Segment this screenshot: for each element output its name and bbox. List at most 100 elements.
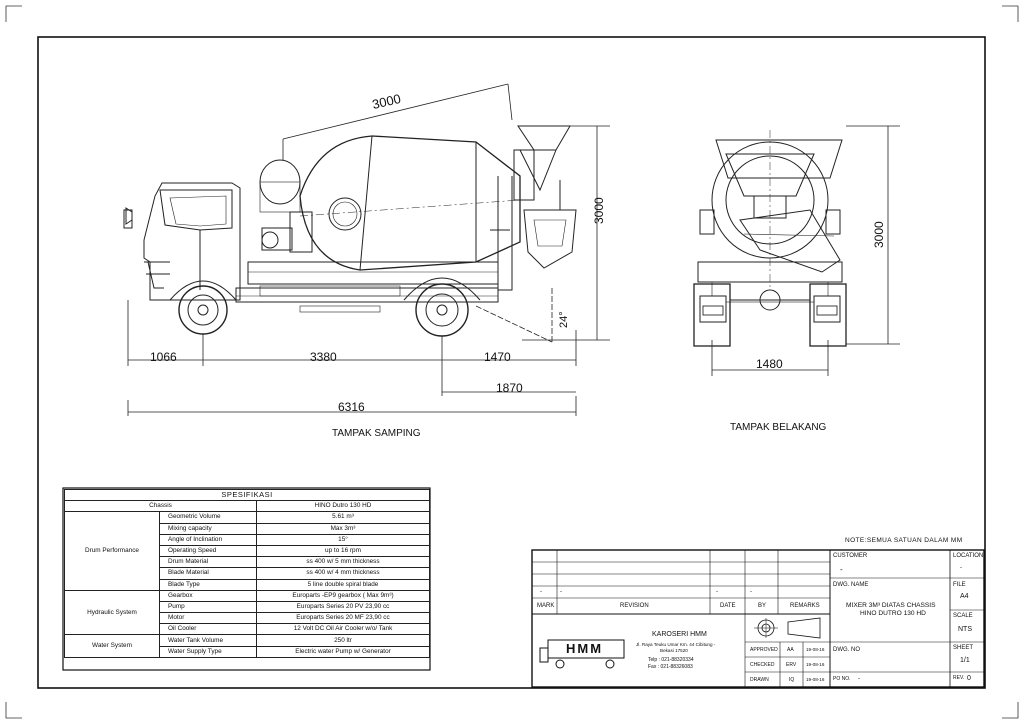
side-dimension-lines [127, 83, 610, 416]
drawn-date: 19-08-16 [806, 677, 825, 682]
company-address-2: Bekasi 17520 [660, 648, 688, 653]
table-row: Chassis HINO Dutro 130 HD [64, 500, 430, 513]
dwg-name-label: DWG. NAME [833, 582, 869, 588]
spec-value: Europarts Series 20 PV 23,90 cc [256, 600, 430, 614]
spec-item: Operating Speed [159, 544, 257, 558]
scale-label: SCALE [953, 613, 973, 619]
rev-dash-4: - [750, 589, 752, 595]
spec-group-name: Drum Performance [64, 511, 160, 591]
spec-value: ss 400 w/ 4 mm thickness [256, 567, 430, 580]
logo-text: HMM [566, 641, 604, 656]
spec-item: Water Tank Volume [159, 634, 257, 647]
rear-mudflap-logo-icon [702, 305, 838, 316]
location-value: - [960, 565, 962, 571]
rev-header-revision: REVISION [620, 603, 649, 609]
dim-rear-track: 1480 [756, 357, 783, 371]
location-label: LOCATION [953, 553, 984, 559]
dim-rear-to-drum: 1870 [496, 381, 523, 395]
spec-item: Angle of Inclination [159, 533, 257, 546]
spec-value: Electric water Pump w/ Generator [256, 645, 430, 658]
company-logo-icon [539, 639, 625, 669]
company-fax: Fax : 021-88326083 [648, 664, 693, 670]
rev-dash-3: - [716, 589, 718, 595]
spec-group-name: Hydraulic System [64, 589, 160, 636]
drawing-border [37, 36, 986, 689]
dim-front-overhang: 1066 [150, 350, 177, 364]
rev-dash-1: - [540, 589, 542, 595]
dim-wheelbase: 3380 [310, 350, 337, 364]
dwg-name-line-1: MIXER 3M³ DIATAS CHASSIS [846, 602, 936, 609]
spec-value: Europarts -EP9 gearbox ( Max 9m³) [256, 589, 430, 602]
customer-label: CUSTOMER [833, 553, 868, 559]
file-value: A4 [960, 593, 969, 600]
po-value: - [858, 676, 860, 682]
checked-label: CHECKED [750, 662, 775, 668]
spec-group-name: Water System [64, 634, 160, 658]
chassis-value: HINO Dutro 130 HD [256, 500, 430, 513]
spec-item: Oil Cooler [159, 623, 257, 636]
rear-dimension-lines [711, 125, 900, 376]
spec-value: 15° [256, 533, 430, 546]
dim-rear-overhang: 1470 [484, 350, 511, 364]
spec-table: SPESIFIKASI Chassis HINO Dutro 130 HD Dr… [64, 488, 430, 658]
dim-overall-height-rear: 3000 [872, 221, 886, 248]
spec-title: SPESIFIKASI [64, 488, 430, 502]
drawn-by: IQ [789, 677, 795, 683]
spec-value: 5 line double spiral blade [256, 578, 430, 591]
side-view-title: TAMPAK SAMPING [332, 428, 421, 439]
rev-header-remarks: REMARKS [790, 603, 820, 609]
spec-item: Geometric Volume [159, 511, 257, 524]
sheet-label: SHEET [953, 645, 974, 651]
spec-value: 5.61 m³ [256, 511, 430, 524]
units-note: NOTE:SEMUA SATUAN DALAM MM [845, 537, 963, 544]
spec-value: ss 400 w/ 5 mm thickness [256, 556, 430, 569]
scale-value: NTS [958, 626, 972, 633]
title-block-grid [531, 549, 985, 688]
chassis-label: Chassis [64, 500, 257, 513]
dwg-no-label: DWG. NO [833, 647, 860, 653]
table-row: SPESIFIKASI [64, 488, 430, 502]
rear-view-title: TAMPAK BELAKANG [730, 422, 827, 433]
company-name: KAROSERI HMM [652, 631, 707, 638]
company-address-1: Jl. Raya Teuku Umar Km. 44 Cibitung - [636, 642, 716, 647]
approved-by: AA [787, 647, 794, 653]
approved-label: APPROVED [750, 647, 778, 653]
dim-overall-length: 6316 [338, 400, 365, 414]
approved-date: 19-08-16 [806, 647, 825, 652]
rev-label: REV. [953, 675, 965, 681]
sheet-value: 1/1 [960, 657, 970, 664]
spec-item: Water Supply Type [159, 645, 257, 658]
checked-date: 19-08-16 [806, 662, 825, 667]
spec-item: Blade Type [159, 578, 257, 591]
company-phone: Telp : 021-88320334 [648, 657, 694, 663]
spec-table-border [62, 487, 431, 671]
drawn-label: DRAWN [750, 677, 769, 683]
rev-value: 0 [967, 675, 971, 682]
crop-marks [5, 5, 1019, 719]
rev-header-mark: MARK [537, 603, 555, 609]
po-label: PO NO. [833, 676, 851, 682]
spec-value: 250 ltr [256, 634, 430, 647]
spec-item: Motor [159, 612, 257, 625]
file-label: FILE [953, 582, 966, 588]
checked-by: ERV [786, 662, 797, 668]
rev-header-date: DATE [720, 603, 736, 609]
spec-item: Drum Material [159, 556, 257, 569]
dim-overall-height-side: 3000 [592, 197, 606, 224]
spec-value: up to 16 rpm [256, 544, 430, 558]
spec-item: Blade Material [159, 567, 257, 580]
rear-view-truck [693, 130, 847, 347]
spec-item: Gearbox [159, 589, 257, 602]
side-view-truck [123, 125, 577, 337]
dim-tilt-angle: 24° [558, 311, 570, 328]
spec-item: Pump [159, 600, 257, 614]
spec-value: Max 3m³ [256, 522, 430, 535]
customer-value: - [840, 565, 843, 574]
spec-item: Mixing capacity [159, 522, 257, 535]
